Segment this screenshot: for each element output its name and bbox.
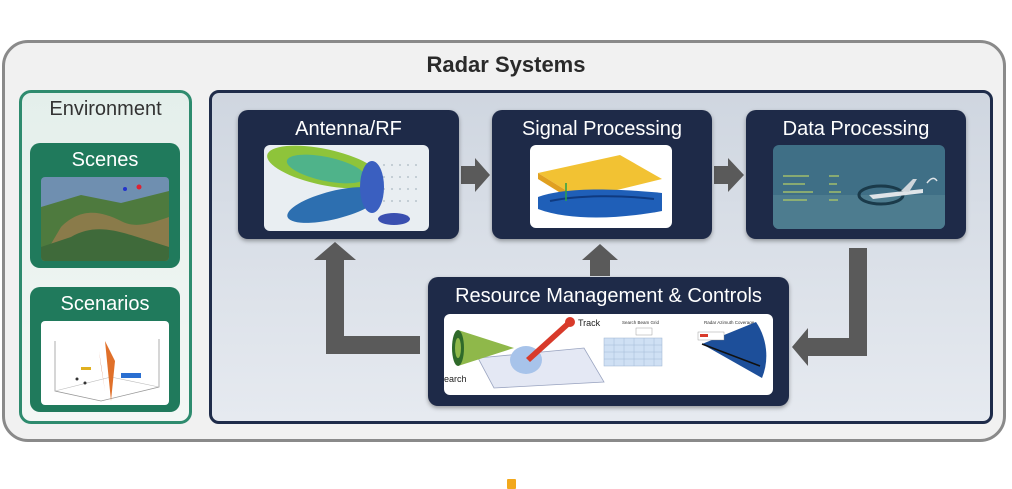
- antenna-rf-block[interactable]: Antenna/RF: [238, 110, 459, 239]
- radar-azimuth-coverage-title: Radar Azimuth Coverage: [704, 320, 755, 325]
- signal-processing-block[interactable]: Signal Processing: [492, 110, 712, 239]
- resource-management-thumbnail: Track earch Search Beam Grid Radar Azimu…: [444, 314, 773, 395]
- scenarios-card[interactable]: Scenarios: [30, 287, 180, 412]
- data-processing-block[interactable]: Data Processing: [746, 110, 966, 239]
- scenes-card[interactable]: Scenes: [30, 143, 180, 268]
- data-processing-thumbnail: [773, 145, 945, 229]
- resource-management-label: Resource Management & Controls: [455, 285, 762, 307]
- scenarios-label: Scenarios: [60, 293, 150, 315]
- signal-processing-label: Signal Processing: [521, 118, 683, 140]
- arrow-data-to-resource: [792, 248, 867, 366]
- search-beam-grid-title: Search Beam Grid: [622, 320, 660, 325]
- search-text: earch: [444, 374, 467, 384]
- antenna-pattern-thumbnail: [264, 145, 429, 231]
- environment-title: Environment: [49, 98, 162, 120]
- resource-management-block[interactable]: Resource Management & Controls Track ear…: [428, 277, 789, 406]
- scenes-thumbnail: [41, 177, 169, 261]
- arrow-antenna-to-signal: [461, 158, 490, 192]
- scenarios-thumbnail: [41, 321, 169, 405]
- slide-marker: [507, 479, 516, 489]
- track-text: Track: [578, 318, 601, 328]
- scenes-label: Scenes: [71, 149, 139, 171]
- data-processing-label: Data Processing: [782, 118, 930, 140]
- arrow-signal-to-data: [714, 158, 744, 192]
- diagram-title: Radar Systems: [426, 52, 586, 77]
- arrow-resource-to-antenna: [314, 242, 420, 354]
- arrow-resource-to-signal: [582, 244, 618, 276]
- signal-processing-thumbnail: [530, 145, 672, 228]
- antenna-rf-label: Antenna/RF: [295, 118, 402, 140]
